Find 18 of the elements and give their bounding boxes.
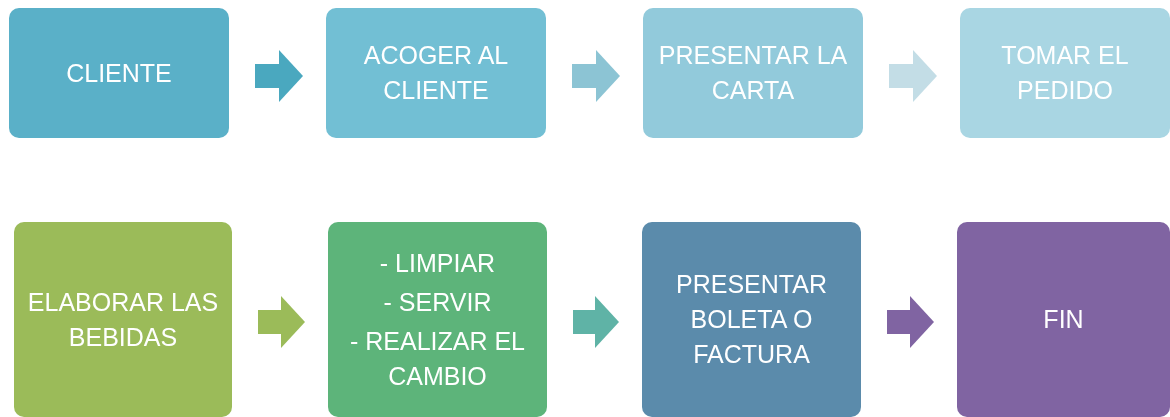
process-box [957,222,1170,417]
box-label: PRESENTAR LA CARTA [657,40,849,106]
box-label: ACOGER AL CLIENTE [362,40,510,106]
box-label: - SERVIR [383,286,492,318]
process-box [14,222,232,417]
box-label: - REALIZAR EL CAMBIO [348,325,527,392]
process-box [9,8,229,138]
process-box [642,222,861,417]
process-box [960,8,1170,138]
box-label: PRESENTAR BOLETA O FACTURA [675,269,828,370]
box-label: ELABORAR LAS BEBIDAS [26,286,220,353]
process-box [326,8,546,138]
box-label: TOMAR EL PEDIDO [1000,40,1130,106]
process-box [643,8,863,138]
process-box [328,222,547,417]
box-label: FIN [1043,304,1084,335]
box-label: CLIENTE [66,57,172,89]
box-label: - LIMPIAR [379,247,496,279]
